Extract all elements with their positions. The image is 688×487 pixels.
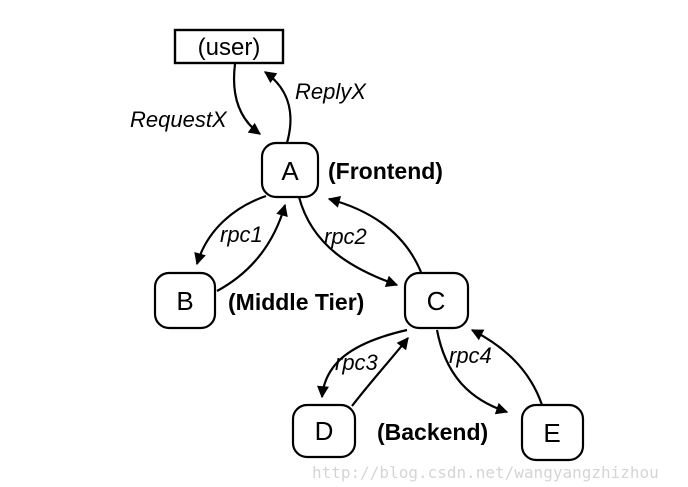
node-c-box (403, 271, 470, 330)
edge-a-to-c-rpc2 (297, 196, 399, 288)
node-a-label: A (281, 156, 299, 186)
node-user-box (173, 28, 285, 65)
edge-label-rpc4: rpc4 (449, 343, 492, 368)
tier-label-frontend: (Frontend) (328, 158, 443, 184)
edge-label-rpc3: rpc3 (335, 350, 379, 375)
node-e-box (520, 403, 585, 462)
edge-c-to-a-return (327, 196, 423, 273)
edge-b-to-a-return (216, 203, 288, 292)
edge-user-to-a-request (232, 63, 261, 135)
tier-label-backend: (Backend) (377, 419, 488, 445)
node-d-box (291, 403, 357, 459)
edge-c-to-e-rpc4 (435, 329, 509, 415)
node-a-box (260, 141, 320, 199)
node-b-box (153, 271, 217, 330)
edge-e-to-c-return (470, 329, 544, 406)
node-d-label: D (315, 416, 334, 446)
edge-c-to-d-rpc3 (317, 328, 408, 399)
watermark-url: http://blog.csdn.net/wangyangzhizhou (312, 463, 659, 482)
node-b-label: B (176, 286, 193, 316)
node-user-label: (user) (198, 34, 261, 61)
node-e-label: E (543, 418, 560, 448)
edge-label-replyx: ReplyX (295, 79, 367, 104)
edge-a-to-b-rpc1 (194, 194, 267, 266)
node-c-label: C (427, 286, 446, 316)
edge-d-to-c-return (351, 337, 409, 407)
tier-label-middle-tier: (Middle Tier) (228, 289, 364, 315)
edge-label-requestx: RequestX (130, 107, 228, 132)
edge-label-rpc1: rpc1 (220, 222, 263, 247)
edge-label-rpc2: rpc2 (324, 224, 367, 249)
edge-a-to-user-reply (264, 71, 292, 144)
